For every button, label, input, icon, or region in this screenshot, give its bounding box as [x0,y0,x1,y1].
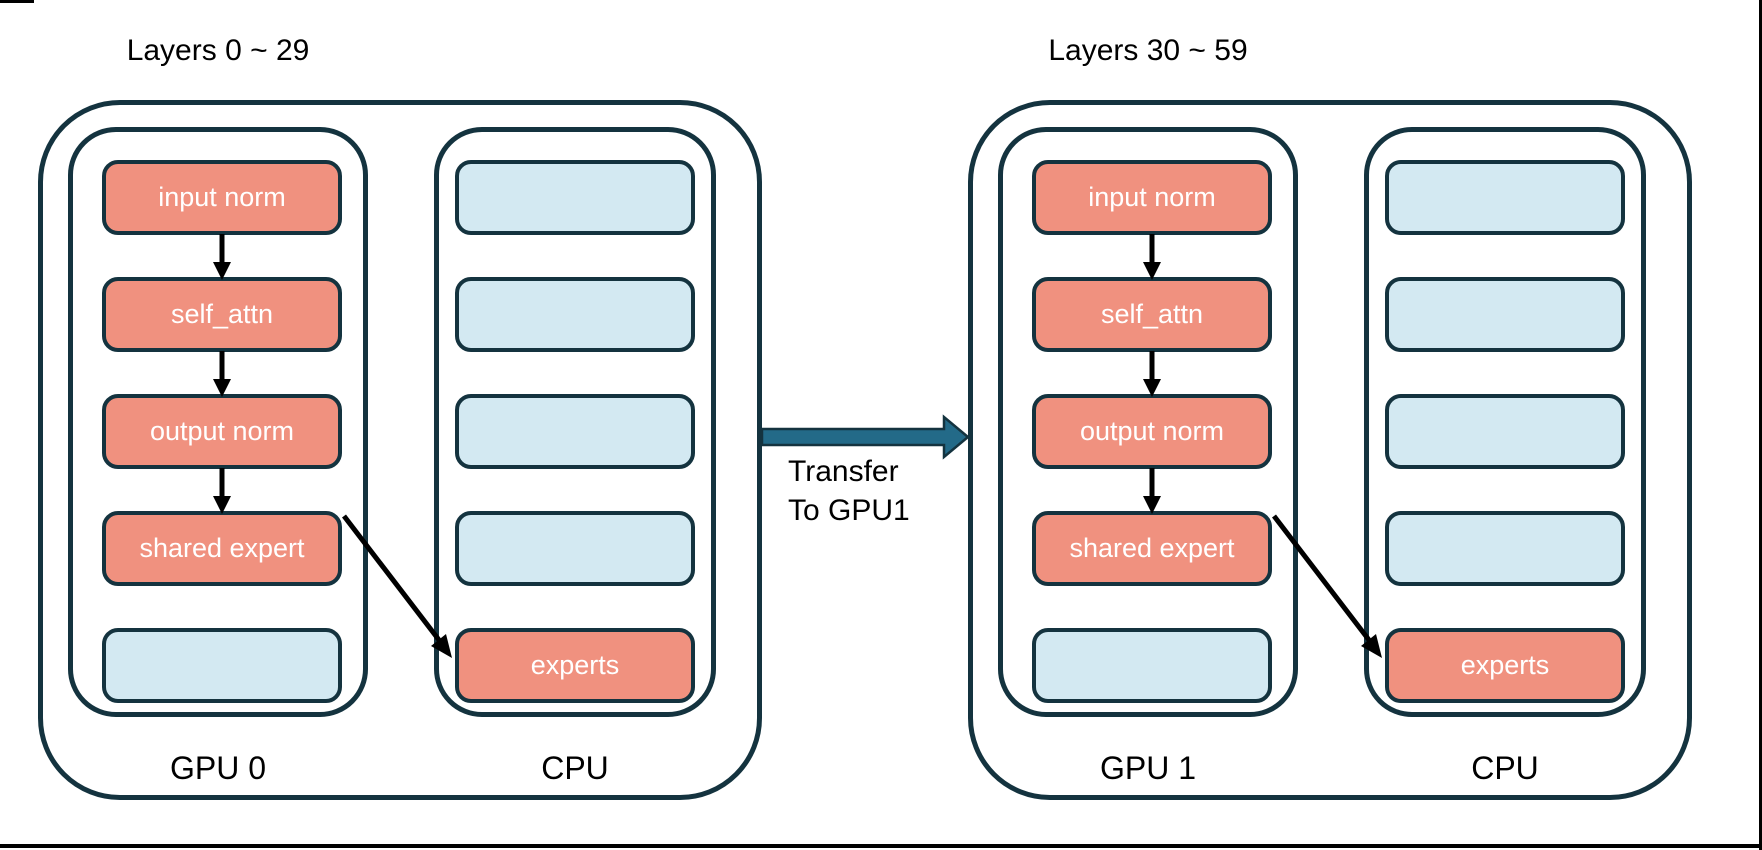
block-output-norm: output norm [1032,394,1272,469]
block-cpu-empty [1385,277,1625,352]
block-input-norm: input norm [1032,160,1272,235]
block-shared-expert: shared expert [1032,511,1272,586]
layer-group-1: Layers 30 ~ 59 input norm self_attn outp… [968,0,1692,850]
gpu-label: GPU 0 [169,750,267,786]
page-border-top-fragment [0,0,34,3]
transfer-arrow [762,414,970,460]
block-experts: experts [1385,628,1625,703]
cpu-label: CPU [1471,750,1539,786]
block-cpu-empty [1385,511,1625,586]
transfer-label-line2: To GPU1 [788,494,910,527]
group-title: Layers 0 ~ 29 [126,34,310,67]
block-self-attn: self_attn [1032,277,1272,352]
cpu-label: CPU [541,750,609,786]
block-gpu-empty [102,628,342,703]
block-cpu-empty [455,277,695,352]
transfer-label: Transfer To GPU1 [788,452,1008,530]
gpu-label: GPU 1 [1099,750,1197,786]
block-input-norm: input norm [102,160,342,235]
block-gpu-empty [1032,628,1272,703]
layer-group-0: Layers 0 ~ 29 input norm self_attn outpu… [38,0,762,850]
block-cpu-empty [1385,160,1625,235]
page-border-right [1759,0,1762,850]
transfer-label-line1: Transfer [788,455,899,488]
block-cpu-empty [455,511,695,586]
block-cpu-empty [455,160,695,235]
block-cpu-empty [455,394,695,469]
block-self-attn: self_attn [102,277,342,352]
block-experts: experts [455,628,695,703]
block-output-norm: output norm [102,394,342,469]
block-shared-expert: shared expert [102,511,342,586]
block-cpu-empty [1385,394,1625,469]
group-title: Layers 30 ~ 59 [1048,34,1248,67]
page-border-bottom [0,844,1762,848]
